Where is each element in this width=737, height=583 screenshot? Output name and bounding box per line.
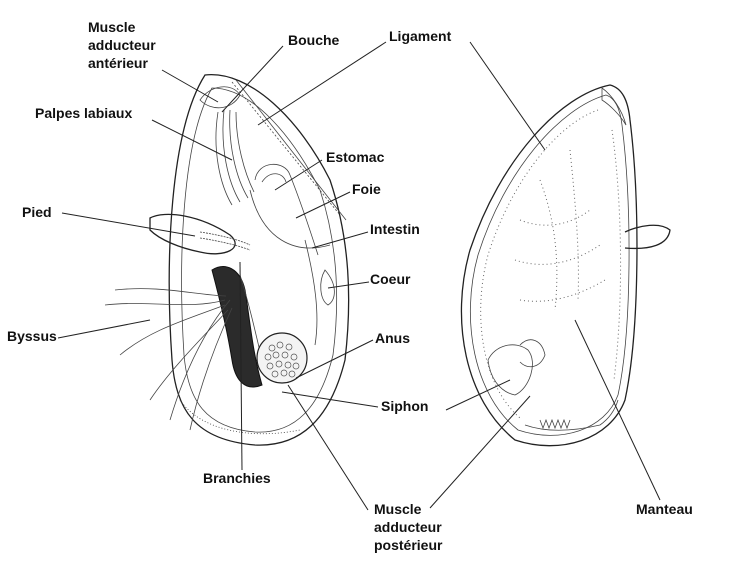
label-branchies: Branchies: [203, 470, 271, 486]
gills: [211, 266, 263, 388]
posterior-adductor-muscle: [256, 332, 308, 384]
label-muscle-adducteur-posterieur: Muscle adducteur postérieur: [374, 501, 443, 553]
label-byssus: Byssus: [7, 328, 57, 344]
label-coeur: Coeur: [370, 271, 411, 287]
label-estomac: Estomac: [326, 149, 385, 165]
right-shell: [460, 84, 671, 447]
label-siphon: Siphon: [381, 398, 429, 414]
foot: [149, 213, 251, 255]
label-palpes-labiaux: Palpes labiaux: [35, 105, 133, 121]
byssus-threads: [104, 288, 233, 431]
labial-palps: [215, 109, 255, 206]
label-intestin: Intestin: [370, 221, 420, 237]
leader-lines: [57, 41, 661, 511]
left-shell: [168, 74, 350, 446]
label-pied: Pied: [22, 204, 52, 220]
label-anus: Anus: [375, 330, 410, 346]
anterior-adductor-muscle: [199, 86, 241, 109]
digestive-organs: [249, 163, 335, 346]
label-bouche: Bouche: [288, 32, 340, 48]
label-foie: Foie: [352, 181, 381, 197]
label-ligament: Ligament: [389, 28, 452, 44]
label-muscle-adducteur-anterieur: Muscle adducteur antérieur: [88, 19, 156, 71]
label-manteau: Manteau: [636, 501, 693, 517]
